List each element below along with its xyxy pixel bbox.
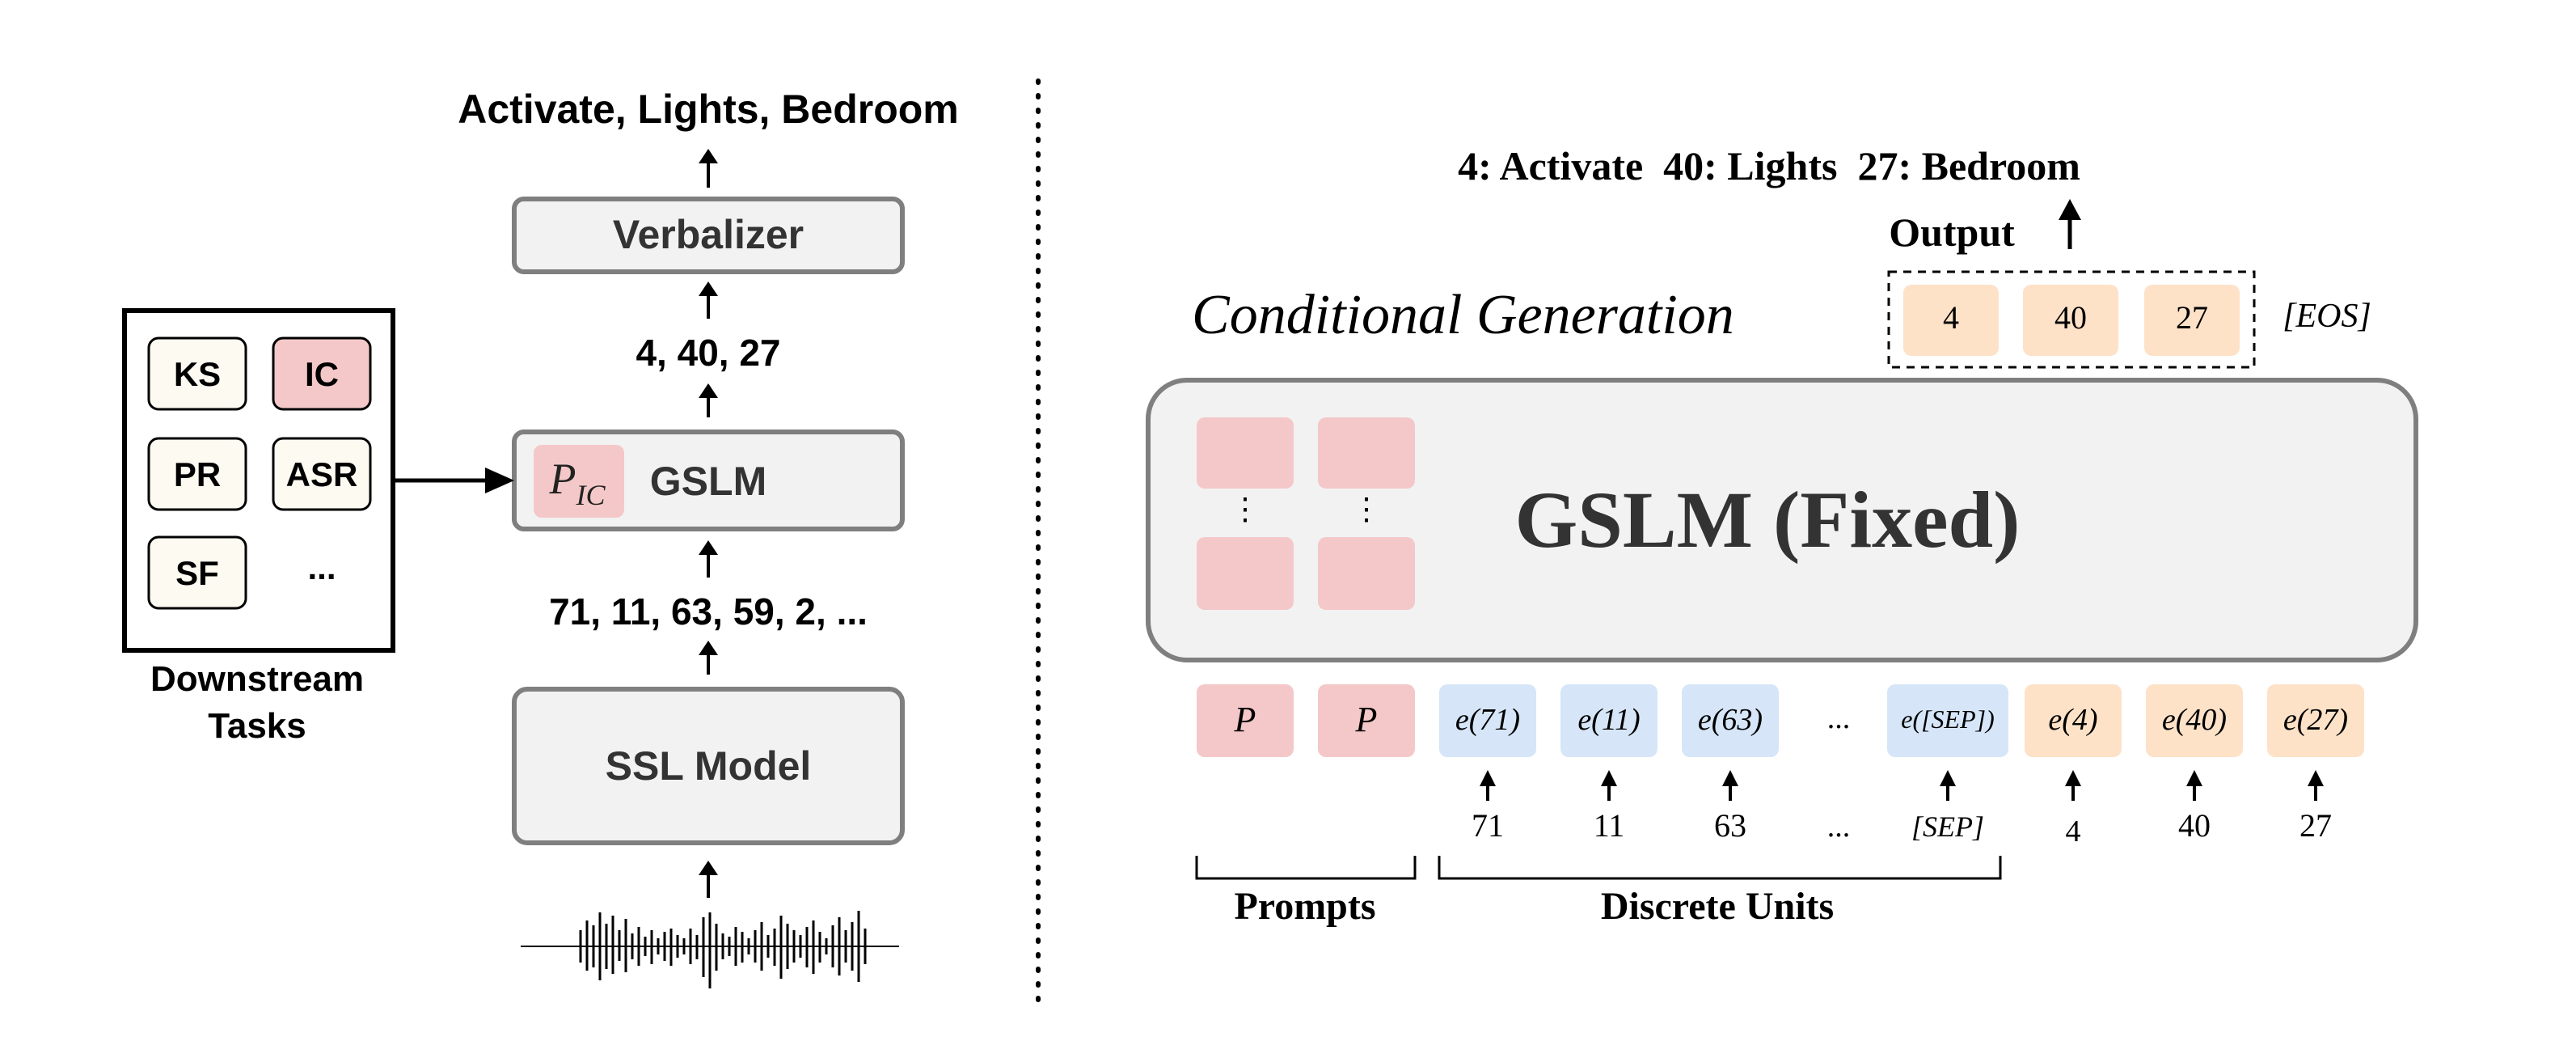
task-sf-box [147,535,247,610]
eos-label: [EOS] [2283,298,2371,335]
task-asr-label: ASR [286,455,358,493]
input-token-box [2267,684,2364,757]
input-token-box [2025,684,2122,757]
input-id-label: 63 [1714,807,1746,844]
waveform-icon [521,911,899,988]
input-token-label: e(40) [2162,703,2227,737]
input-token-label: e(4) [2048,703,2097,737]
input-token-box [2146,684,2243,757]
discrete-units-bracket [1438,856,2002,880]
prompt-slot [1318,417,1415,489]
output-box-27-label: 27 [2176,299,2208,336]
output-box-40 [2023,285,2118,356]
arrowhead [699,149,718,163]
task-asr-box [272,437,372,511]
token-up-arrows [1480,770,2324,801]
arrowhead [2059,199,2081,220]
arrowhead [699,383,718,398]
input-token-box [1887,684,2008,757]
input-token-box [1682,684,1779,757]
input-token-label: e(27) [2283,703,2348,737]
ssl-model-label: SSL Model [606,743,812,789]
input-token-ellipsis: ... [1827,701,1851,735]
prompt-slot [1197,417,1294,489]
input-id-label: 71 [1472,807,1504,844]
output-tokens-text: 4: Activate 40: Lights 27: Bedroom [1458,143,2080,188]
conditional-generation-label: Conditional Generation [1192,284,1734,346]
discrete-units-label: Discrete Units [1601,885,1834,928]
input-token-label: P [1355,700,1378,739]
input-token-label: e(63) [1698,703,1763,737]
gslm-fixed-label: GSLM (Fixed) [1515,475,2021,565]
prompt-dots: ⋮ [1230,493,1261,527]
input-id-label: [SEP] [1911,810,1984,843]
arrowhead [699,281,718,296]
task-ic-box [272,336,372,411]
ssl-model-box [512,687,905,845]
task-pr-label: PR [174,455,221,493]
input-id-label: 11 [1594,807,1625,844]
prompt-dots: ⋮ [1351,493,1382,527]
arrowhead [699,861,718,875]
arrowhead [699,540,718,555]
verbalizer-label: Verbalizer [613,212,804,257]
prompt-slot [1197,537,1294,610]
prompt-ic-box [534,445,624,518]
input-token-box [1318,684,1415,757]
arrowhead [485,468,514,493]
input-id-label: 4 [2066,815,2081,848]
input-token-label: P [1234,700,1256,739]
input-token-box [1560,684,1658,757]
task-more-label: ... [307,548,336,586]
unit-sequence-text: 71, 11, 63, 59, 2, ... [549,590,868,633]
input-token-label: e(71) [1455,703,1520,737]
prompt-ic-label: PIC [549,455,606,511]
output-box-27 [2144,285,2240,356]
output-box-4-label: 4 [1943,299,1959,336]
input-id-label: 27 [2299,807,2332,844]
prompts-label: Prompts [1234,885,1375,928]
task-sf-label: SF [175,554,219,592]
prompt-slot [1318,537,1415,610]
downstream-label-line2: Tasks [208,706,306,746]
output-box-4 [1903,285,1999,356]
label-ids-text: 4, 40, 27 [636,332,780,374]
prompts-bracket [1195,856,1417,880]
input-token-label: e(11) [1577,703,1640,737]
task-ic-label: IC [305,355,339,393]
task-pr-box [147,437,247,511]
gslm-label: GSLM [650,459,766,504]
task-ks-label: KS [174,355,221,393]
input-id-label: 40 [2178,807,2211,844]
arrowhead [699,641,718,655]
output-box-40-label: 40 [2054,299,2087,336]
output-label: Output [1889,209,2015,255]
input-token-label: e([SEP]) [1901,705,1995,734]
downstream-label-line1: Downstream [150,659,364,699]
top-output-text: Activate, Lights, Bedroom [458,87,959,132]
verbalizer-box [512,197,905,274]
input-token-box [1439,684,1536,757]
task-ks-box [147,336,247,411]
gslm-fixed-box [1146,378,2418,662]
input-token-box [1197,684,1294,757]
input-id-label: ... [1827,810,1851,844]
output-dashed-box [1887,270,2256,369]
